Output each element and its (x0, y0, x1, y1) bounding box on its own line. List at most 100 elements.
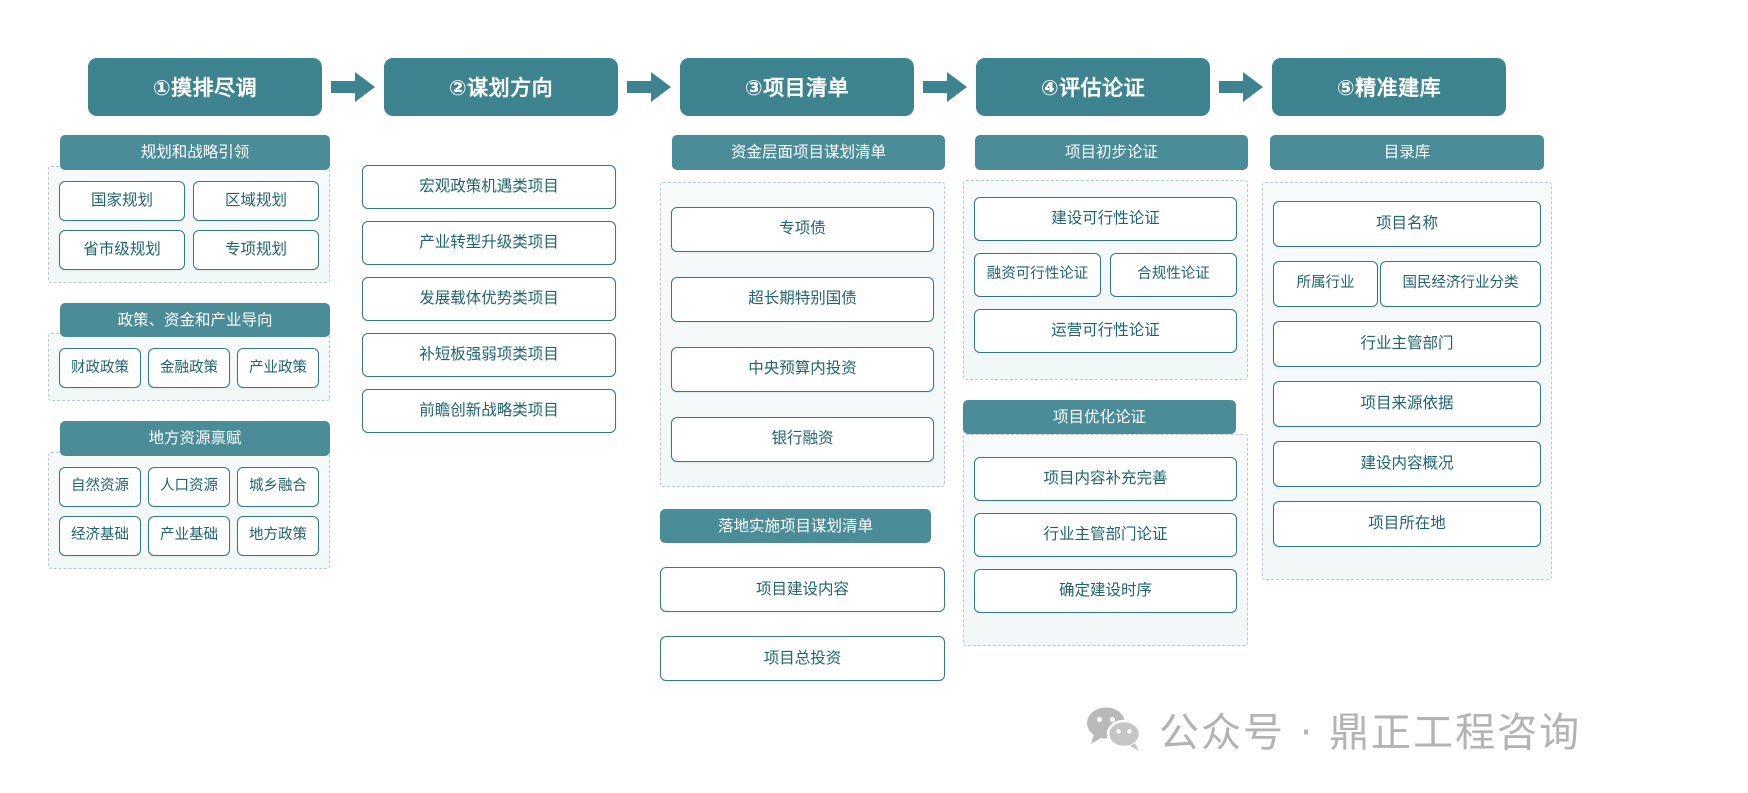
stage-label-2: ②谋划方向 (448, 76, 554, 100)
box-project-construction-content[interactable]: 项目建设内容 (660, 567, 945, 613)
right-arrow-icon (627, 72, 671, 102)
box-row: 国家规划 区域规划 (59, 180, 319, 221)
group-local-resources: 地方资源禀赋 自然资源 人口资源 城乡融合 经济基础 产业基础 地方政策 (48, 421, 330, 569)
box-industry-authority-review[interactable]: 行业主管部门论证 (974, 513, 1237, 558)
box-regional-plan[interactable]: 区域规划 (193, 180, 319, 221)
group-policy-funding-industry: 政策、资金和产业导向 财政政策 金融政策 产业政策 (48, 302, 330, 402)
box-bank-financing[interactable]: 银行融资 (671, 416, 934, 462)
group-planning-strategy: 规划和战略引领 国家规划 区域规划 省市级规划 专项规划 (48, 135, 330, 283)
group-body-preliminary-review: 建设可行性论证 融资可行性论证 合规性论证 运营可行性论证 (963, 179, 1248, 380)
stage-pill-4[interactable]: ④评估论证 (976, 58, 1210, 116)
group-body-policy-funding-industry: 财政政策 金融政策 产业政策 (48, 333, 330, 402)
preliminary-pair-row: 融资可行性论证 合规性论证 (974, 252, 1237, 297)
group-body-local-resources: 自然资源 人口资源 城乡融合 经济基础 产业基础 地方政策 (48, 451, 330, 569)
stage-arrow-3 (914, 72, 976, 102)
stage-label-4: ④评估论证 (1040, 76, 1146, 100)
stage-header-row: ①摸排尽调 ②谋划方向 ③项目清单 ④评估论证 (88, 57, 1668, 117)
box-project-source-basis[interactable]: 项目来源依据 (1273, 380, 1541, 427)
box-construction-schedule[interactable]: 确定建设时序 (974, 569, 1237, 614)
box-project-total-investment[interactable]: 项目总投资 (660, 636, 945, 682)
group-optimization-review: 项目优化论证 项目内容补充完善 行业主管部门论证 确定建设时序 (963, 399, 1248, 647)
group-funding-level-list: 资金层面项目谋划清单 专项债 超长期特别国债 中央预算内投资 银行融资 (660, 135, 945, 487)
box-urban-rural-integration[interactable]: 城乡融合 (237, 466, 319, 507)
box-central-budget-investment[interactable]: 中央预算内投资 (671, 346, 934, 392)
preliminary-bottom-list: 运营可行性论证 (974, 308, 1237, 353)
stage-arrow-1 (322, 72, 384, 102)
box-industrial-policy[interactable]: 产业政策 (237, 348, 319, 389)
column-5-catalog: 目录库 项目名称 所属行业 国民经济行业分类 行业主管部门 项目来源依据 建设内… (1262, 135, 1552, 600)
box-fiscal-policy[interactable]: 财政政策 (59, 348, 141, 389)
group-header-local-resources: 地方资源禀赋 (60, 421, 330, 456)
box-construction-feasibility[interactable]: 建设可行性论证 (974, 196, 1237, 241)
box-provincial-plan[interactable]: 省市级规划 (59, 229, 185, 270)
group-header-funding-level-list: 资金层面项目谋划清单 (672, 135, 945, 170)
box-ultra-long-treasury-bond[interactable]: 超长期特别国债 (671, 276, 934, 322)
catalog-pair-row: 所属行业 国民经济行业分类 (1273, 260, 1541, 307)
group-header-preliminary-review: 项目初步论证 (975, 135, 1248, 170)
box-special-plan[interactable]: 专项规划 (193, 229, 319, 270)
group-header-planning-strategy: 规划和战略引领 (60, 135, 330, 170)
stage-pill-2[interactable]: ②谋划方向 (384, 58, 618, 116)
stage-pill-3[interactable]: ③项目清单 (680, 58, 914, 116)
group-body-implementation-list: 项目建设内容 项目总投资 (660, 543, 945, 717)
box-population-resources[interactable]: 人口资源 (148, 466, 230, 507)
preliminary-top-list: 建设可行性论证 (974, 196, 1237, 241)
group-preliminary-review: 项目初步论证 建设可行性论证 融资可行性论证 合规性论证 运营可行性论证 (963, 135, 1248, 380)
optimization-box-list: 项目内容补充完善 行业主管部门论证 确定建设时序 (974, 457, 1237, 614)
implementation-box-list: 项目建设内容 项目总投资 (660, 567, 945, 682)
group-catalog-library: 目录库 项目名称 所属行业 国民经济行业分类 行业主管部门 项目来源依据 建设内… (1262, 135, 1552, 580)
box-development-carrier-advantage[interactable]: 发展载体优势类项目 (362, 277, 616, 321)
group-header-policy-funding-industry: 政策、资金和产业导向 (60, 302, 330, 338)
box-industry-authority[interactable]: 行业主管部门 (1273, 320, 1541, 367)
group-body-catalog-library: 项目名称 所属行业 国民经济行业分类 行业主管部门 项目来源依据 建设内容概况 … (1262, 181, 1552, 580)
column-2-directions: 宏观政策机遇类项目 产业转型升级类项目 发展载体优势类项目 补短板强弱项类项目 … (362, 135, 616, 433)
column-1-survey: 规划和战略引领 国家规划 区域规划 省市级规划 专项规划 政策、资金和产业导向 … (48, 135, 330, 589)
direction-list: 宏观政策机遇类项目 产业转型升级类项目 发展载体优势类项目 补短板强弱项类项目 … (362, 165, 616, 433)
box-row: 省市级规划 专项规划 (59, 229, 319, 270)
stage-pill-1[interactable]: ①摸排尽调 (88, 58, 322, 116)
box-economic-base[interactable]: 经济基础 (59, 515, 141, 556)
box-special-bond[interactable]: 专项债 (671, 206, 934, 252)
box-national-plan[interactable]: 国家规划 (59, 180, 185, 221)
watermark: 公众号 · 鼎正工程咨询 (1085, 700, 1581, 758)
watermark-text: 公众号 · 鼎正工程咨询 (1159, 710, 1582, 756)
box-compliance-review[interactable]: 合规性论证 (1110, 252, 1237, 297)
box-project-name[interactable]: 项目名称 (1273, 200, 1541, 247)
box-project-location[interactable]: 项目所在地 (1273, 500, 1541, 547)
box-macro-policy-opportunity[interactable]: 宏观政策机遇类项目 (362, 165, 616, 209)
right-arrow-icon (331, 72, 375, 102)
stage-label-3: ③项目清单 (744, 76, 850, 100)
group-body-optimization-review: 项目内容补充完善 行业主管部门论证 确定建设时序 (963, 434, 1248, 647)
box-row: 自然资源 人口资源 城乡融合 (59, 466, 319, 507)
box-industrial-upgrade[interactable]: 产业转型升级类项目 (362, 221, 616, 265)
box-financial-policy[interactable]: 金融政策 (148, 348, 230, 389)
box-row: 财政政策 金融政策 产业政策 (59, 348, 319, 389)
box-belonging-industry[interactable]: 所属行业 (1273, 260, 1378, 307)
group-header-optimization-review: 项目优化论证 (963, 399, 1236, 435)
group-header-implementation-list: 落地实施项目谋划清单 (660, 508, 931, 544)
group-implementation-list: 落地实施项目谋划清单 项目建设内容 项目总投资 (660, 508, 945, 718)
box-industrial-base[interactable]: 产业基础 (148, 515, 230, 556)
stage-arrow-2 (618, 72, 680, 102)
group-body-funding-level-list: 专项债 超长期特别国债 中央预算内投资 银行融资 (660, 181, 945, 487)
box-operation-feasibility[interactable]: 运营可行性论证 (974, 308, 1237, 353)
box-natural-resources[interactable]: 自然资源 (59, 466, 141, 507)
box-content-supplement[interactable]: 项目内容补充完善 (974, 457, 1237, 502)
column-3-project-list: 资金层面项目谋划清单 专项债 超长期特别国债 中央预算内投资 银行融资 落地实施… (660, 135, 945, 737)
catalog-first-list: 项目名称 (1273, 200, 1541, 247)
box-row: 经济基础 产业基础 地方政策 (59, 515, 319, 556)
group-body-planning-strategy: 国家规划 区域规划 省市级规划 专项规划 (48, 165, 330, 283)
box-national-economy-classification[interactable]: 国民经济行业分类 (1380, 260, 1541, 307)
box-financing-feasibility[interactable]: 融资可行性论证 (974, 252, 1101, 297)
stage-arrow-4 (1210, 72, 1272, 102)
stage-pill-5[interactable]: ⑤精准建库 (1272, 58, 1506, 116)
stage-label-5: ⑤精准建库 (1336, 76, 1442, 100)
right-arrow-icon (923, 72, 967, 102)
box-shore-up-weaknesses[interactable]: 补短板强弱项类项目 (362, 333, 616, 377)
catalog-rest-list: 行业主管部门 项目来源依据 建设内容概况 项目所在地 (1273, 320, 1541, 547)
box-forward-looking-innovation[interactable]: 前瞻创新战略类项目 (362, 389, 616, 433)
box-construction-overview[interactable]: 建设内容概况 (1273, 440, 1541, 487)
wechat-icon (1087, 707, 1142, 751)
box-local-policy[interactable]: 地方政策 (237, 515, 319, 556)
